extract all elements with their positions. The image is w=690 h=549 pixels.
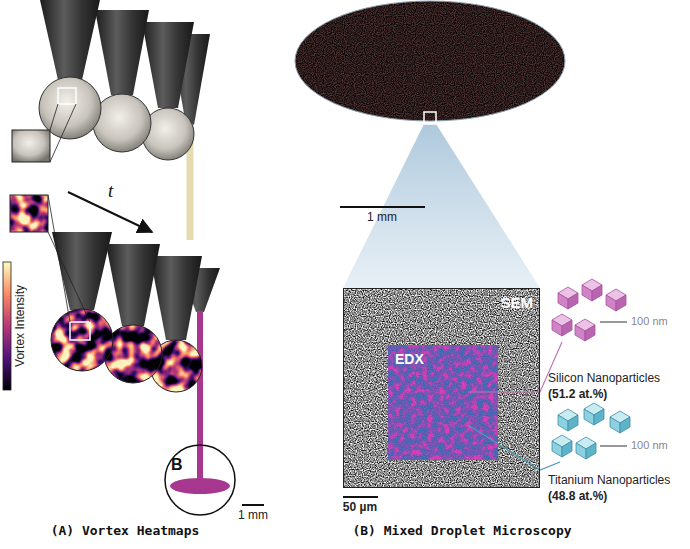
scale-label: 100 nm [631, 439, 668, 452]
edx-map: EDX [389, 346, 499, 461]
colorbar-label: Vortex Intensity [14, 285, 28, 367]
circle-outline [164, 444, 236, 516]
scale-label: 1 mm [238, 509, 268, 523]
time-label: t [108, 180, 113, 202]
node-label: EDX [395, 351, 424, 367]
panel-title: (A) Vortex Heatmaps [51, 524, 200, 539]
sem-panel: SEM EDX [343, 288, 540, 488]
panel-title: (B) Mixed Droplet Microscopy [352, 524, 571, 539]
node-label: SEM [500, 294, 533, 311]
node-label: B [171, 456, 183, 474]
scale-label: 50 µm [343, 501, 377, 515]
fraction-label: (48.8 at.%) [548, 490, 607, 504]
element-label: Titanium Nanoparticles [548, 474, 670, 488]
scale-label: 1 mm [367, 211, 397, 225]
element-label: Silicon Nanoparticles [548, 372, 660, 386]
fraction-label: (51.2 at.%) [548, 388, 607, 402]
scale-label: 100 nm [631, 315, 668, 328]
droplet-circle: B [164, 444, 236, 516]
